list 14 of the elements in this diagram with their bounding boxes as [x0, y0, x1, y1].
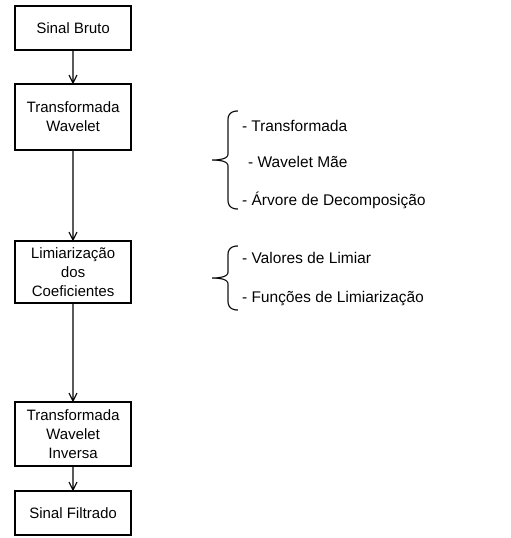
bracket-item-text: - Funções de Limiarização	[242, 288, 424, 307]
process-box: Sinal Filtrado	[14, 490, 132, 536]
process-box: Limiarização dos Coeficientes	[14, 240, 132, 304]
process-box: Transformada Wavelet	[14, 83, 132, 151]
arrow	[68, 467, 78, 491]
arrow	[68, 151, 78, 241]
process-box: Sinal Bruto	[14, 5, 132, 51]
bracket-item-text: - Valores de Limiar	[242, 249, 371, 268]
bracket-item-text: - Árvore de Decomposição	[242, 191, 426, 210]
arrow	[68, 304, 78, 402]
arrow	[68, 51, 78, 84]
bracket-item-text: - Transformada	[242, 117, 348, 136]
process-box: Transformada Wavelet Inversa	[14, 401, 132, 467]
bracket-item-text: - Wavelet Mãe	[248, 153, 348, 172]
